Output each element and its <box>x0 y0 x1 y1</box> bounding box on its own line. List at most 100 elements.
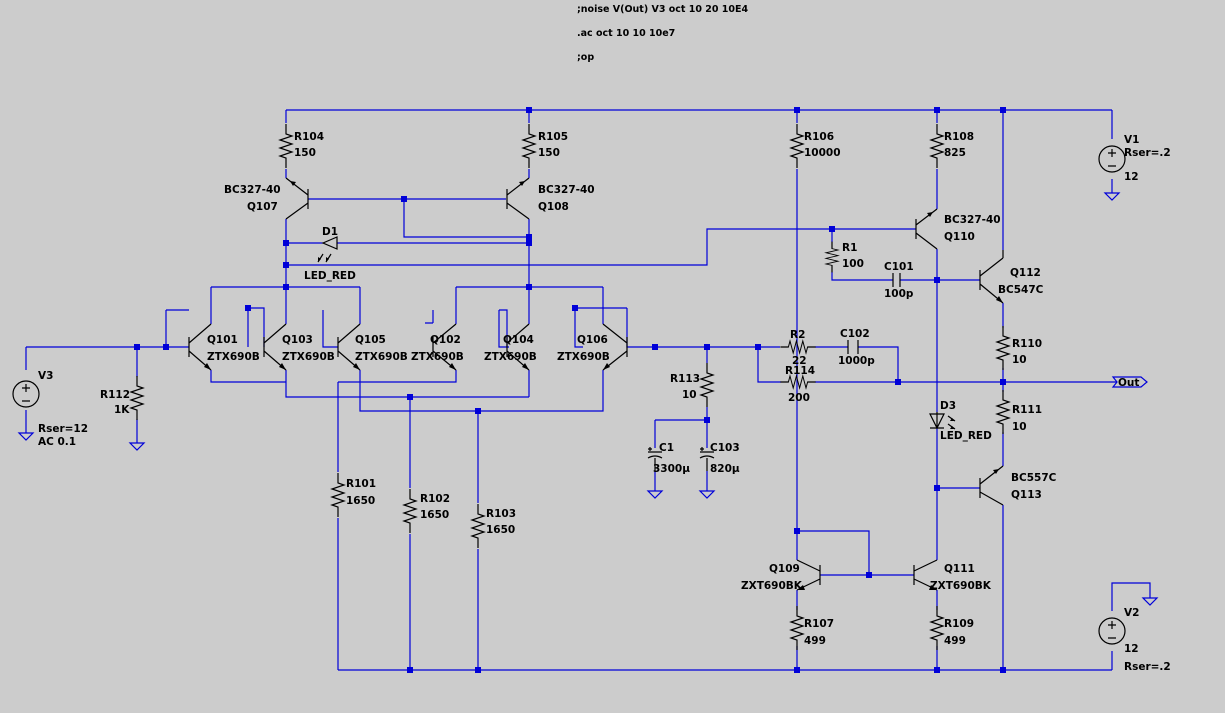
resistor-r106[interactable]: R106 10000 <box>790 123 841 169</box>
resistor-r108[interactable]: R108 825 <box>930 123 974 169</box>
voltage-source-v3[interactable]: V3 Rser=12 AC 0.1 <box>12 370 88 448</box>
resistor-r2-name: R2 <box>790 329 805 341</box>
transistor-q107[interactable]: BC327-40 Q107 <box>224 177 309 220</box>
capacitor-c103[interactable]: C103 820µ <box>699 442 740 475</box>
voltage-source-v3-name: V3 <box>38 370 53 382</box>
transistor-q104[interactable]: Q104 ZTX690B <box>484 323 537 371</box>
ground-c1 <box>646 490 664 499</box>
resistor-r1[interactable]: R1 100 <box>825 241 864 273</box>
resistor-r104-value: 150 <box>294 147 316 159</box>
capacitor-c1[interactable]: C1 3300µ <box>647 442 690 475</box>
voltage-source-v1-value: 12 <box>1124 171 1139 183</box>
resistor-r103[interactable]: R103 1650 <box>471 503 516 549</box>
transistor-q108[interactable]: BC327-40 Q108 <box>506 177 595 220</box>
diode-d3-model: LED_RED <box>940 430 992 442</box>
transistor-q105[interactable]: Q105 ZTX690B <box>337 323 408 371</box>
resistor-r2[interactable]: R2 22 <box>779 329 817 367</box>
resistor-r101[interactable]: R101 1650 <box>331 472 376 518</box>
resistor-r112[interactable]: R112 1K <box>100 375 144 421</box>
spice-directives: ;noise V(Out) V3 oct 10 20 10E4 .ac oct … <box>577 4 749 63</box>
transistor-q113[interactable]: BC557C Q113 <box>979 465 1057 506</box>
voltage-source-v1[interactable]: V1 Rser=.2 12 <box>1098 134 1171 183</box>
transistor-q108-name: Q108 <box>538 201 569 213</box>
transistor-q105-model: ZTX690B <box>355 351 408 363</box>
transistor-q110-model: BC327-40 <box>944 214 1001 226</box>
resistor-r111-name: R111 <box>1012 404 1042 416</box>
transistor-q111[interactable]: Q111 ZXT690BK <box>913 559 992 592</box>
capacitor-c101[interactable]: C101 100p <box>884 261 914 300</box>
ground-v2 <box>1141 597 1159 606</box>
resistor-r113-value: 10 <box>682 389 697 401</box>
resistor-r2-value: 22 <box>792 355 807 367</box>
resistor-r111-value: 10 <box>1012 421 1027 433</box>
transistor-q110-name: Q110 <box>944 231 975 243</box>
resistor-r103-value: 1650 <box>486 524 515 536</box>
resistor-r108-value: 825 <box>944 147 966 159</box>
transistor-q101-model: ZTX690B <box>207 351 260 363</box>
transistor-q104-name: Q104 <box>503 334 534 346</box>
transistor-q113-model: BC557C <box>1011 472 1057 484</box>
resistor-r101-value: 1650 <box>346 495 375 507</box>
voltage-source-v2-param: Rser=.2 <box>1124 661 1171 673</box>
ground-v3 <box>17 432 35 441</box>
transistor-q102-name: Q102 <box>430 334 461 346</box>
resistor-r106-value: 10000 <box>804 147 841 159</box>
transistor-q106-name: Q106 <box>577 334 608 346</box>
resistor-r106-name: R106 <box>804 131 834 143</box>
resistor-r110[interactable]: R110 10 <box>996 325 1042 371</box>
transistor-q111-model: ZXT690BK <box>930 580 992 592</box>
resistor-r102-value: 1650 <box>420 509 449 521</box>
transistor-q107-model: BC327-40 <box>224 184 281 196</box>
voltage-source-v2[interactable]: V2 12 Rser=.2 <box>1098 607 1171 673</box>
resistor-r109-value: 499 <box>944 635 966 647</box>
transistor-q110[interactable]: BC327-40 Q110 <box>915 208 1001 250</box>
capacitor-c103-name: C103 <box>710 442 740 454</box>
transistor-q101[interactable]: Q101 ZTX690B <box>188 323 260 371</box>
transistor-q103[interactable]: Q103 ZTX690B <box>263 323 335 371</box>
resistor-r105-value: 150 <box>538 147 560 159</box>
transistor-q113-name: Q113 <box>1011 489 1042 501</box>
output-port[interactable]: Out <box>1111 376 1148 389</box>
resistor-r110-name: R110 <box>1012 338 1042 350</box>
transistor-q105-name: Q105 <box>355 334 386 346</box>
transistor-q102-model: ZTX690B <box>411 351 464 363</box>
resistor-r105-name: R105 <box>538 131 568 143</box>
resistor-r114-name: R114 <box>785 365 815 377</box>
transistor-q106-model: ZTX690B <box>557 351 610 363</box>
transistor-q112[interactable]: Q112 BC547C <box>979 250 1044 304</box>
resistor-r109-name: R109 <box>944 618 974 630</box>
capacitor-c101-value: 100p <box>884 288 914 300</box>
voltage-source-v2-value: 12 <box>1124 643 1139 655</box>
resistor-r109[interactable]: R109 499 <box>930 605 974 651</box>
resistor-r113[interactable]: R113 10 <box>670 362 714 408</box>
diode-d3-name: D3 <box>940 400 956 412</box>
resistor-r114-value: 200 <box>788 392 810 404</box>
capacitor-c102[interactable]: C102 1000p <box>838 328 875 367</box>
resistor-r102-name: R102 <box>420 493 450 505</box>
capacitor-c1-value: 3300µ <box>653 463 690 475</box>
transistor-q111-name: Q111 <box>944 563 975 575</box>
transistor-q109-name: Q109 <box>769 563 800 575</box>
ground-r112 <box>128 442 146 451</box>
resistor-r107[interactable]: R107 499 <box>790 605 834 651</box>
resistor-r102[interactable]: R102 1650 <box>403 488 450 534</box>
transistor-q106[interactable]: Q106 ZTX690B <box>557 323 628 371</box>
transistor-q107-name: Q107 <box>247 201 278 213</box>
resistor-r114[interactable]: R114 200 <box>779 365 817 404</box>
resistor-r111[interactable]: R111 10 <box>996 389 1042 435</box>
capacitor-c102-name: C102 <box>840 328 870 340</box>
resistor-r105[interactable]: R105 150 <box>522 123 568 169</box>
resistor-r1-name: R1 <box>842 242 857 254</box>
output-port-label: Out <box>1118 377 1139 389</box>
resistor-r104[interactable]: R104 150 <box>279 123 324 169</box>
ground-v1 <box>1103 192 1121 201</box>
junctions <box>134 107 1006 673</box>
transistor-q101-name: Q101 <box>207 334 238 346</box>
capacitor-c102-value: 1000p <box>838 355 875 367</box>
transistor-q102[interactable]: Q102 ZTX690B <box>411 323 464 371</box>
directive-op: ;op <box>577 52 594 63</box>
transistor-q109[interactable]: Q109 ZXT690BK <box>741 559 821 592</box>
diode-d1[interactable]: D1 LED_RED <box>304 226 356 282</box>
directive-ac: .ac oct 10 10 10e7 <box>577 28 675 39</box>
diode-d3[interactable]: D3 LED_RED <box>929 400 992 442</box>
